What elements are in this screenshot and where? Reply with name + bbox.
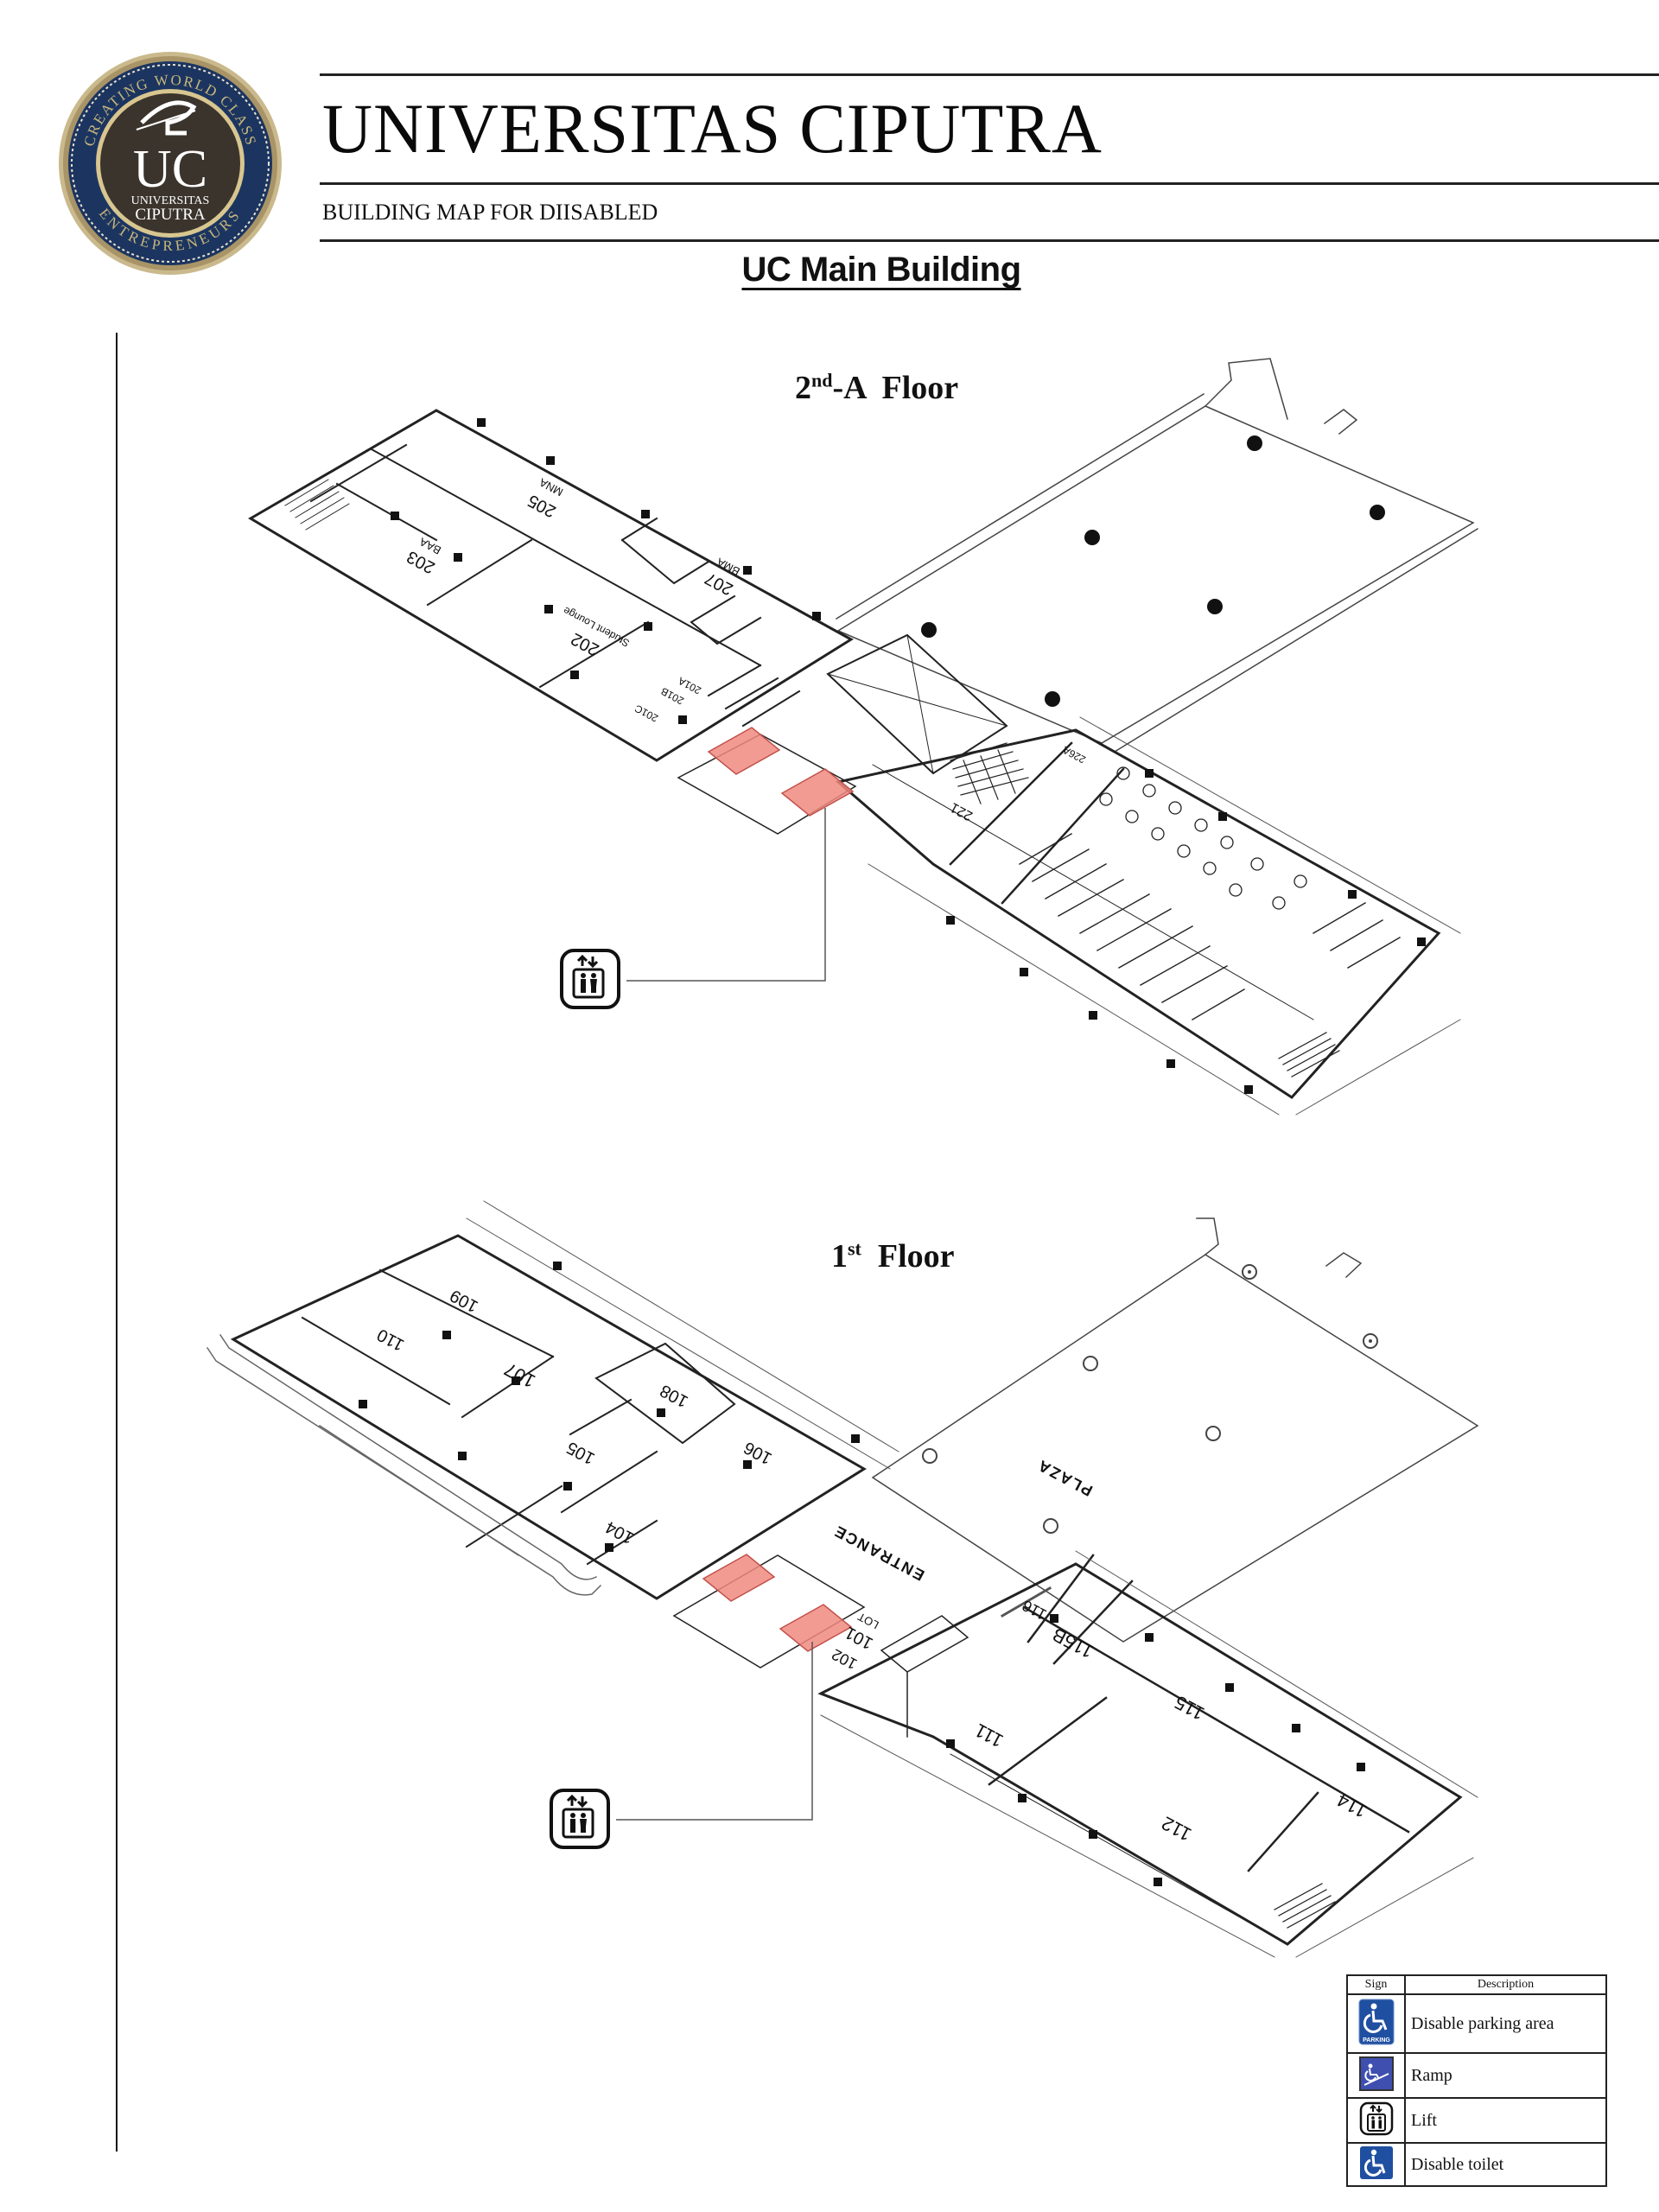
svg-text:CIPUTRA: CIPUTRA bbox=[135, 206, 206, 224]
svg-text:UC: UC bbox=[133, 140, 207, 199]
svg-text:PARKING: PARKING bbox=[1363, 2037, 1390, 2044]
svg-text:109: 109 bbox=[447, 1286, 481, 1316]
floor-plan-1st: 109 110 107 108 105 106 104 ENTRANCE PLA… bbox=[206, 1200, 1479, 1958]
page-subtitle: BUILDING MAP FOR DIISABLED bbox=[322, 200, 658, 225]
svg-text:108: 108 bbox=[657, 1381, 691, 1411]
svg-text:PLAZA: PLAZA bbox=[1034, 1456, 1096, 1500]
svg-text:ENTRANCE: ENTRANCE bbox=[830, 1522, 927, 1584]
legend-header-row: Sign Description bbox=[1346, 1974, 1607, 1995]
svg-text:110: 110 bbox=[374, 1325, 407, 1354]
legend-header-description: Description bbox=[1404, 1974, 1607, 1995]
legend-table: Sign Description PARKING Disable parking… bbox=[1346, 1974, 1607, 2187]
svg-text:114: 114 bbox=[1333, 1789, 1370, 1822]
svg-text:112: 112 bbox=[1158, 1812, 1195, 1846]
header-rule-top bbox=[320, 73, 1659, 76]
legend-label: Disable parking area bbox=[1404, 1993, 1607, 2054]
legend-row-ramp: Ramp bbox=[1346, 2052, 1607, 2099]
svg-text:105: 105 bbox=[563, 1438, 598, 1468]
svg-text:111: 111 bbox=[971, 1719, 1007, 1752]
logo-seal-icon: CREATING WORLD CLASS ENTREPRENEURS UC UN… bbox=[59, 52, 282, 275]
svg-text:104: 104 bbox=[602, 1517, 637, 1548]
legend-label: Lift bbox=[1404, 2097, 1607, 2144]
legend-header-sign: Sign bbox=[1346, 1974, 1406, 1995]
lift-icon bbox=[572, 954, 605, 999]
lift-icon bbox=[1359, 2101, 1393, 2135]
floor-plan-2nd-a: 205 MNA 203 BAA 207 BMA 202 Student Loun… bbox=[248, 358, 1479, 1116]
lift-icon bbox=[562, 1794, 594, 1839]
header-rule-middle bbox=[320, 182, 1659, 185]
legend-label: Ramp bbox=[1404, 2052, 1607, 2099]
legend-row-lift: Lift bbox=[1346, 2097, 1607, 2144]
ramp-icon bbox=[1358, 2056, 1394, 2091]
page-title: UNIVERSITAS CIPUTRA bbox=[322, 89, 1103, 168]
header-rule-bottom bbox=[320, 239, 1659, 242]
disabled-parking-icon: PARKING bbox=[1358, 1999, 1394, 2044]
legend-label: Disable toilet bbox=[1404, 2142, 1607, 2187]
svg-text:102: 102 bbox=[829, 1645, 860, 1673]
disabled-toilet-icon bbox=[1359, 2145, 1393, 2179]
legend-row-parking: PARKING Disable parking area bbox=[1346, 1993, 1607, 2054]
university-logo: CREATING WORLD CLASS ENTREPRENEURS UC UN… bbox=[57, 50, 283, 276]
lift-callout-1st-floor bbox=[550, 1789, 610, 1849]
floor-title-2nd-a: 2nd-A Floor bbox=[795, 369, 959, 406]
svg-text:UNIVERSITAS: UNIVERSITAS bbox=[131, 194, 210, 207]
floor-title-1st: 1st Floor bbox=[831, 1237, 955, 1274]
margin-line bbox=[116, 333, 118, 2152]
svg-text:115B: 115B bbox=[1049, 1624, 1097, 1662]
lift-callout-2nd-floor bbox=[560, 949, 620, 1009]
legend-row-toilet: Disable toilet bbox=[1346, 2142, 1607, 2187]
building-title: UC Main Building bbox=[741, 251, 1021, 289]
